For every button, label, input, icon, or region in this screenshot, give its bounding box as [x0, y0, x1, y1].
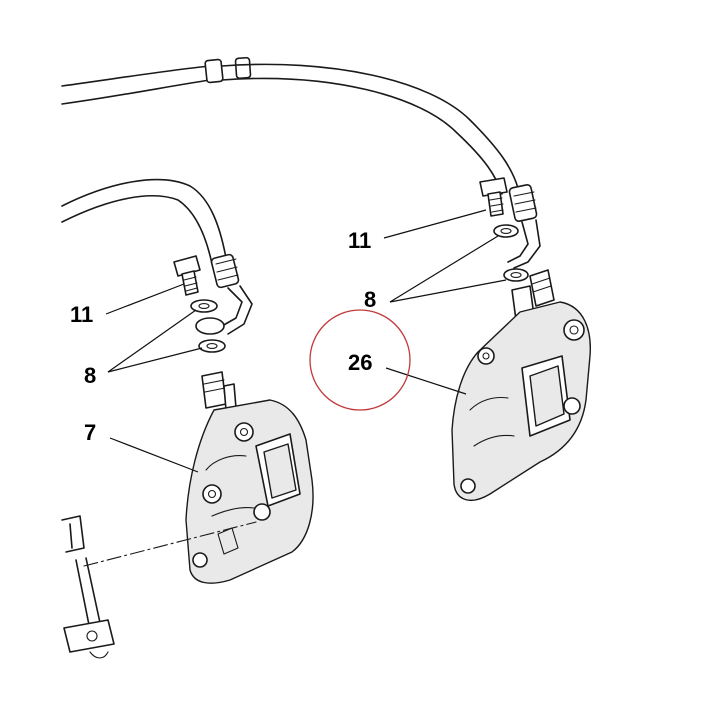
leader-left-bolt: [105, 283, 185, 315]
callout-left-bolt: 11: [70, 302, 94, 327]
lower-brake-hose: [61, 178, 253, 335]
leader-right-washer-upper: [389, 235, 499, 303]
right-brake-caliper: [451, 269, 591, 502]
fork-leg-mount: [61, 515, 115, 659]
left-brake-caliper: [185, 371, 314, 584]
leader-left-washer-lower: [107, 347, 203, 373]
leader-right-bolt: [383, 209, 487, 239]
leader-right-caliper: [385, 367, 467, 395]
callout-right-bolt: 11: [348, 228, 372, 253]
left-sealing-washer-upper: [190, 299, 218, 313]
callout-right-washers: 8: [364, 287, 377, 312]
callout-left-caliper: 7: [84, 420, 97, 445]
callout-right-caliper: 26: [348, 350, 373, 375]
callout-left-washers: 8: [84, 363, 97, 388]
leader-right-washer-lower: [389, 279, 507, 303]
left-sealing-washer-lower: [198, 339, 226, 353]
mounting-axis-centerline: [83, 521, 257, 567]
highlight-circle: [309, 309, 411, 411]
right-sealing-washer-lower: [503, 268, 529, 282]
right-banjo-bolt: [479, 177, 508, 217]
leader-left-washer-upper: [107, 309, 197, 373]
left-banjo-bolt: [173, 255, 201, 296]
leader-left-caliper: [109, 437, 199, 473]
upper-brake-hose: [61, 56, 541, 269]
right-sealing-washer-upper: [493, 224, 519, 238]
